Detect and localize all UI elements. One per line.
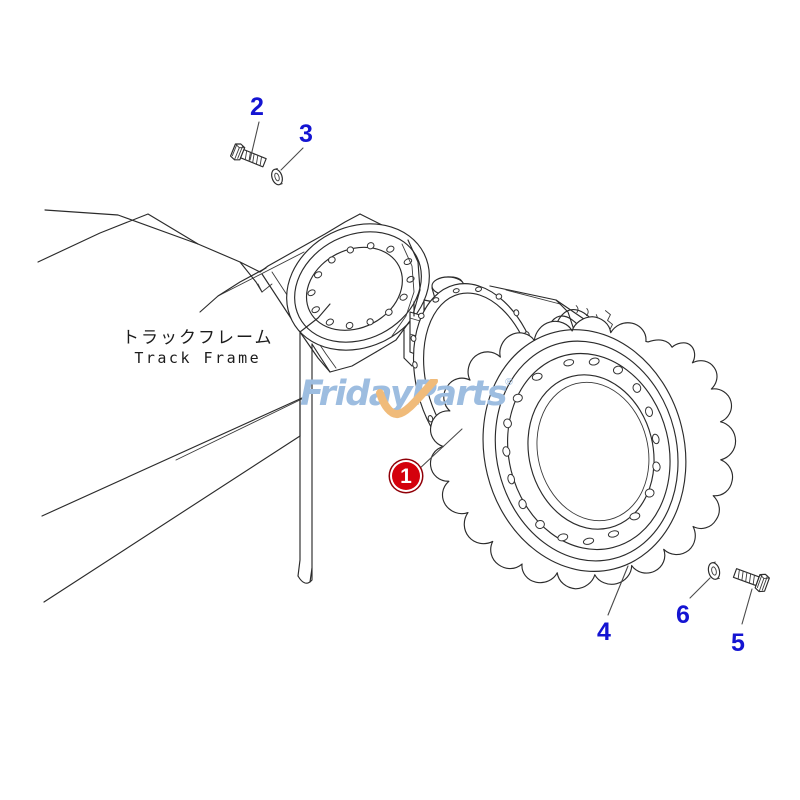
callout-label-2[interactable]: 2 bbox=[250, 93, 264, 121]
leader-line-2 bbox=[249, 121, 260, 161]
track-frame-caption: トラックフレーム Track Frame bbox=[122, 328, 274, 369]
washer-upper-drawing bbox=[271, 168, 283, 186]
leader-line-5 bbox=[741, 588, 753, 625]
callout-label-3[interactable]: 3 bbox=[299, 120, 313, 148]
leader-line-6 bbox=[689, 577, 711, 599]
track-frame-caption-jp: トラックフレーム bbox=[122, 328, 274, 348]
callout-label-5[interactable]: 5 bbox=[731, 629, 745, 657]
leader-lines bbox=[249, 121, 753, 625]
track-frame-caption-en: Track Frame bbox=[134, 349, 262, 368]
callout-label-4[interactable]: 4 bbox=[597, 618, 611, 646]
callout-badge-1[interactable]: 1 bbox=[390, 460, 422, 492]
leader-line-3 bbox=[280, 147, 304, 171]
callout-label-6[interactable]: 6 bbox=[676, 601, 690, 629]
bolt-lower-drawing bbox=[732, 568, 770, 593]
sprocket-bolt-holes bbox=[502, 357, 661, 545]
sprocket-teeth bbox=[429, 316, 737, 590]
bolt-upper-drawing bbox=[229, 143, 267, 168]
callout-badge-1-label: 1 bbox=[400, 464, 412, 488]
leader-line-4 bbox=[607, 565, 629, 616]
track-frame-drawing bbox=[37, 209, 430, 603]
flange-bolt-holes bbox=[307, 242, 415, 330]
washer-lower-drawing bbox=[707, 561, 721, 580]
leader-line-1 bbox=[417, 428, 463, 471]
sprocket-drawing bbox=[429, 316, 737, 590]
